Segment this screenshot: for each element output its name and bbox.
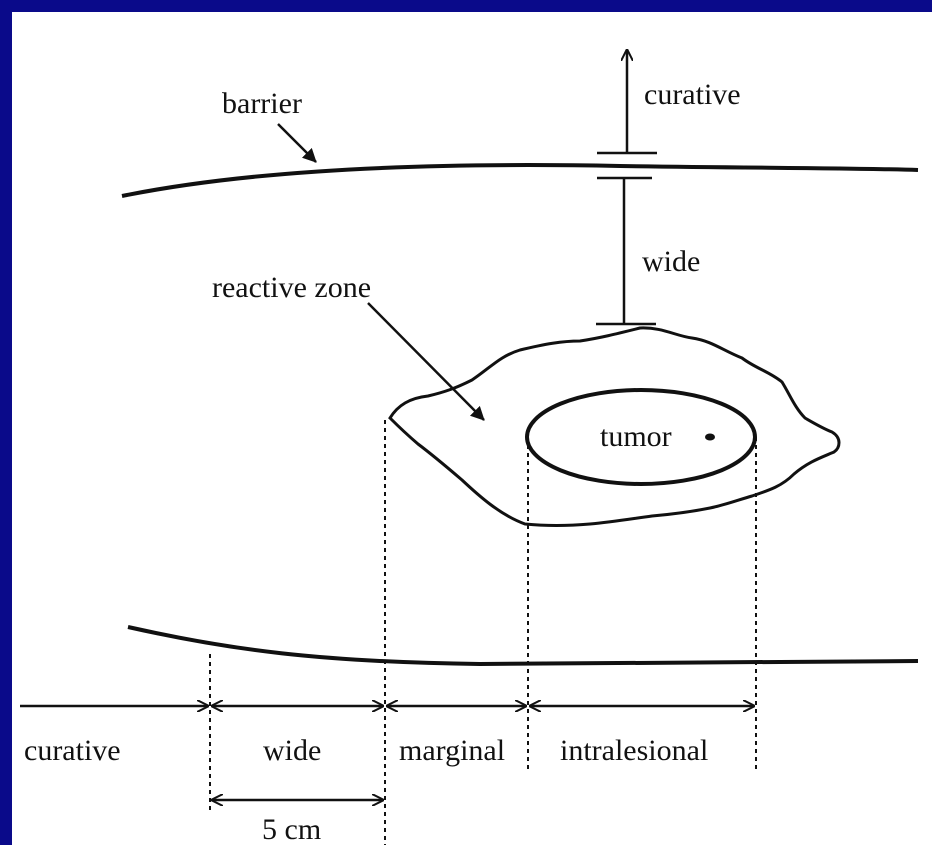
curative-top-label: curative: [644, 78, 741, 111]
reactive-zone-pointer-arrow: [367, 302, 485, 421]
barrier-pointer-arrow: [277, 123, 317, 163]
barrier-label: barrier: [222, 87, 302, 120]
tumor-dot: [705, 433, 715, 441]
scale-bar-label: 5 cm: [262, 813, 321, 845]
lower-barrier-line: [127, 625, 919, 667]
reactive-zone-label: reactive zone: [212, 271, 371, 304]
tumor-label: tumor: [600, 420, 672, 453]
margin-label-wide: wide: [263, 734, 321, 767]
margin-label-curative: curative: [24, 734, 121, 767]
wide-vertical-label: wide: [642, 245, 700, 278]
upper-barrier-line: [121, 163, 919, 198]
margin-label-intralesional: intralesional: [560, 734, 708, 767]
margin-label-marginal: marginal: [399, 734, 505, 767]
reactive-zone-outline: [388, 326, 841, 527]
